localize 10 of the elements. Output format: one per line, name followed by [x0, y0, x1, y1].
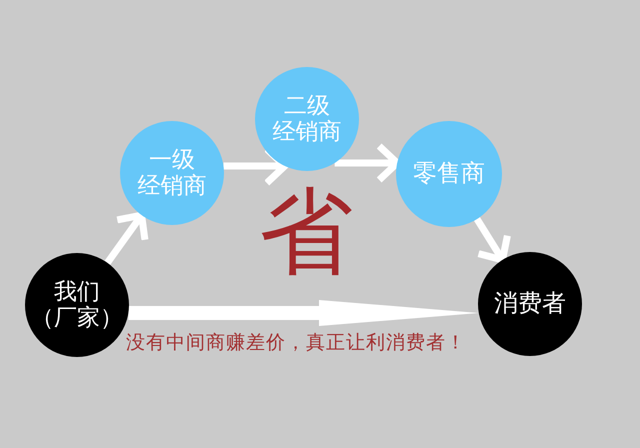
large-character: 省: [259, 186, 353, 280]
arrow: [104, 212, 148, 265]
arrow: [474, 217, 511, 264]
slogan-text: 没有中间商赚差价，真正让利消费者！: [126, 332, 466, 354]
node-label: 零售商: [413, 160, 485, 188]
node-label: 消费者: [494, 290, 566, 318]
node-label: 一级经销商: [138, 147, 206, 199]
long-arrow: [128, 300, 479, 326]
node-label: 我们（厂家）: [31, 279, 123, 331]
node-label: 二级经销商: [272, 93, 342, 145]
